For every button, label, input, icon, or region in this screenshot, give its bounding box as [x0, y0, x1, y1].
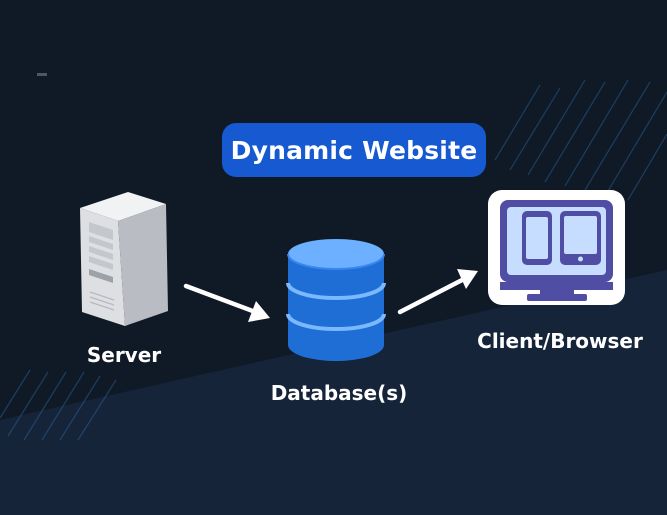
monitor-devices-icon [488, 190, 625, 305]
server-label: Server [86, 343, 162, 367]
server-tower-icon [80, 192, 168, 326]
arrow-server-to-database [183, 283, 270, 322]
client-browser-label: Client/Browser [477, 329, 643, 353]
background-lower-band [0, 270, 667, 515]
decorative-streaks [0, 79, 667, 441]
small-dash [37, 73, 47, 76]
arrow-database-to-client [397, 269, 478, 315]
database-label: Database(s) [270, 381, 408, 405]
diagram-title: Dynamic Website [222, 123, 486, 177]
database-cylinder-icon [286, 239, 386, 361]
